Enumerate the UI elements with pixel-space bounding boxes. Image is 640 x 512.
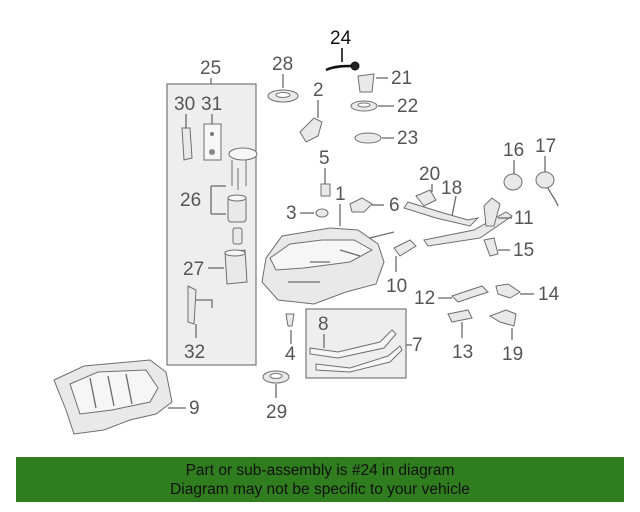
- callout-27: 27: [183, 259, 204, 280]
- part-12-bracket[interactable]: [438, 285, 489, 303]
- callout-21: 21: [391, 68, 412, 89]
- part-pump-tube[interactable]: [232, 227, 243, 245]
- part-10-hose[interactable]: [393, 239, 417, 272]
- callout-29: 29: [266, 402, 287, 423]
- part-11-hose[interactable]: [483, 197, 512, 227]
- callout-9: 9: [189, 398, 200, 419]
- part-30-bracket[interactable]: [181, 114, 193, 161]
- part-20-bracket[interactable]: [415, 184, 437, 207]
- callout-7: 7: [412, 335, 423, 356]
- callout-30: 30: [174, 94, 195, 115]
- part-22-gasket[interactable]: [350, 100, 394, 112]
- part-2-bracket[interactable]: [299, 100, 323, 143]
- part-4-grommet[interactable]: [285, 313, 295, 344]
- callout-4: 4: [285, 344, 296, 365]
- callout-12: 12: [414, 288, 435, 309]
- callout-25: 25: [200, 58, 221, 79]
- part-3-nut[interactable]: [300, 208, 329, 218]
- callout-28: 28: [272, 54, 293, 75]
- part-32-sender[interactable]: [187, 285, 213, 338]
- callout-6: 6: [389, 195, 400, 216]
- part-31-plate[interactable]: [203, 114, 222, 161]
- part-26-filter[interactable]: [210, 185, 247, 223]
- part-9-protector[interactable]: [53, 359, 186, 435]
- callout-32: 32: [184, 342, 205, 363]
- part-6-clamp[interactable]: [349, 197, 384, 213]
- callout-2: 2: [313, 80, 324, 101]
- callout-18: 18: [441, 178, 462, 199]
- part-24-hose[interactable]: [325, 48, 360, 72]
- callout-19: 19: [502, 344, 523, 365]
- callout-31: 31: [201, 94, 222, 115]
- part-15-hose[interactable]: [483, 237, 510, 257]
- banner-line-2: Diagram may not be specific to your vehi…: [170, 481, 470, 498]
- callout-16: 16: [503, 140, 524, 161]
- callout-20: 20: [419, 164, 440, 185]
- callout-24: 24: [330, 28, 352, 49]
- info-banner: Part or sub-assembly is #24 in diagram D…: [16, 457, 624, 502]
- part-8-strap[interactable]: [309, 329, 397, 359]
- callout-11: 11: [514, 208, 534, 229]
- callout-5: 5: [319, 148, 330, 169]
- callout-23: 23: [397, 128, 418, 149]
- part-pump-flange[interactable]: [228, 147, 258, 190]
- part-28-ring[interactable]: [267, 74, 299, 103]
- part-13-plate[interactable]: [447, 309, 473, 338]
- part-21-valve[interactable]: [357, 73, 388, 93]
- part-16-cap[interactable]: [503, 160, 523, 191]
- part-27-pump[interactable]: [208, 249, 248, 285]
- part-1-fuel-tank[interactable]: [261, 204, 395, 305]
- part-19-bracket[interactable]: [488, 309, 517, 340]
- part-14-bracket[interactable]: [495, 283, 534, 299]
- callout-22: 22: [397, 96, 418, 117]
- callout-26: 26: [180, 190, 201, 211]
- part-18-filler-pipe[interactable]: [403, 195, 513, 247]
- banner-line-1: Part or sub-assembly is #24 in diagram: [185, 462, 455, 479]
- callout-14: 14: [538, 284, 560, 305]
- part-7-strap[interactable]: [315, 344, 412, 373]
- callout-17: 17: [535, 136, 556, 157]
- part-5-bolt[interactable]: [320, 168, 331, 197]
- callout-15: 15: [513, 240, 534, 261]
- callout-3: 3: [286, 203, 297, 224]
- callout-8: 8: [318, 314, 329, 335]
- part-23-ring[interactable]: [354, 132, 394, 144]
- part-29-ring[interactable]: [262, 370, 290, 398]
- callout-10: 10: [386, 276, 407, 297]
- callout-1: 1: [335, 184, 346, 205]
- part-17-cap[interactable]: [535, 156, 559, 207]
- callout-13: 13: [452, 342, 473, 363]
